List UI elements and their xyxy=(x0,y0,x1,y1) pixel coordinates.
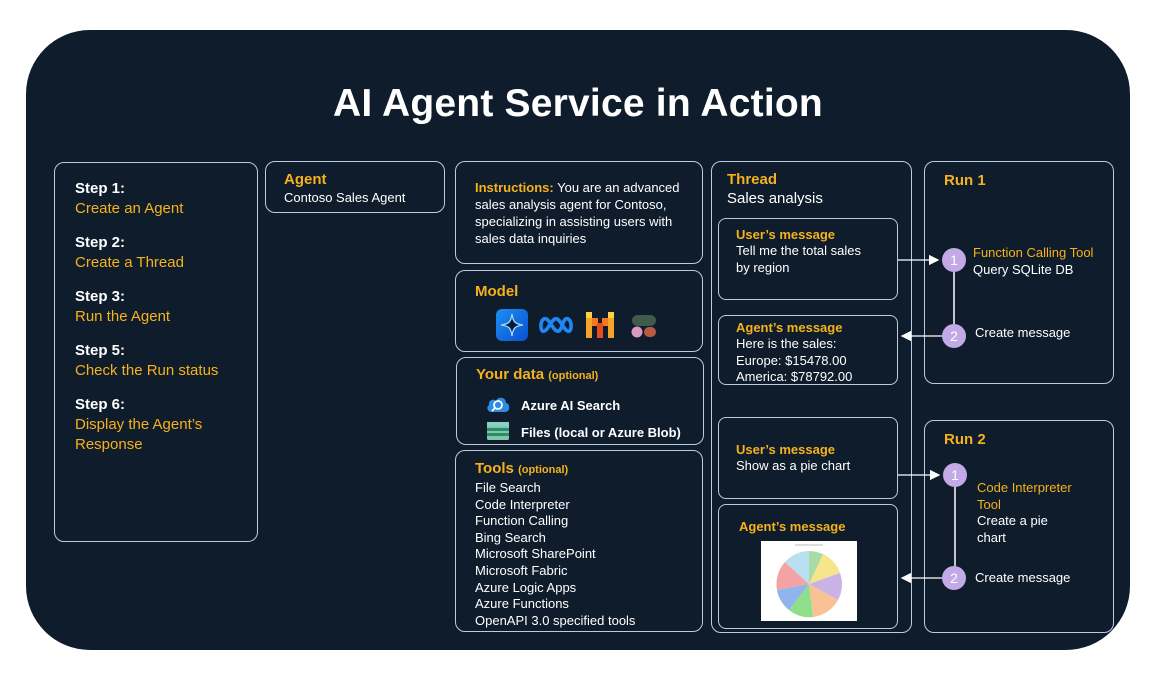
run-step: Code Interpreter Tool Create a pie chart xyxy=(977,480,1077,546)
run-step-tool: Code Interpreter Tool xyxy=(977,480,1072,512)
step-item: Step 1: Create an Agent xyxy=(75,179,257,219)
agent-heading: Agent xyxy=(284,171,327,188)
run-step-number: 2 xyxy=(942,324,966,348)
model-logos xyxy=(494,309,662,341)
tool-item: Code Interpreter xyxy=(475,496,570,512)
tool-item: Microsoft SharePoint xyxy=(475,546,596,562)
tool-item: Bing Search xyxy=(475,529,546,545)
user-message-1: User’s message Tell me the total sales b… xyxy=(718,218,898,300)
run-heading: Run 1 xyxy=(944,172,986,189)
data-item-label: Files (local or Azure Blob) xyxy=(521,425,681,440)
run-step-number: 2 xyxy=(942,566,966,590)
run-step: Function Calling Tool Query SQLite DB xyxy=(973,245,1093,278)
model-box: Model xyxy=(455,270,703,352)
step-key: Step 2: xyxy=(75,234,126,251)
tool-item: Function Calling xyxy=(475,513,569,529)
instructions-text: You are an advanced sales analysis agent… xyxy=(475,180,680,246)
tool-item: Azure Functions xyxy=(475,596,569,612)
tool-item: Azure Logic Apps xyxy=(475,579,577,595)
message-line: Europe: $15478.00 xyxy=(736,352,847,368)
run-step: Create message xyxy=(975,325,1070,342)
run-step-number: 1 xyxy=(942,248,966,272)
azure-openai-icon xyxy=(494,309,530,341)
thread-heading: Thread xyxy=(727,171,778,188)
your-data-heading: Your data xyxy=(476,366,545,383)
diagram-title: AI Agent Service in Action xyxy=(333,82,823,125)
pie-chart-thumbnail xyxy=(761,541,857,621)
run-heading: Run 2 xyxy=(944,431,986,448)
tools-heading: Tools xyxy=(475,460,514,477)
message-heading: Agent’s message xyxy=(739,519,846,534)
thread-subtitle: Sales analysis xyxy=(727,190,823,207)
steps-panel: Step 1: Create an Agent Step 2: Create a… xyxy=(54,162,258,542)
your-data-box: Your data (optional) Azure AI Search xyxy=(456,357,704,445)
message-line: Show as a pie chart xyxy=(736,458,851,473)
cohere-icon xyxy=(626,309,662,341)
step-value: Check the Run status xyxy=(75,362,219,379)
agent-name: Contoso Sales Agent xyxy=(284,190,406,205)
tools-tag: (optional) xyxy=(518,464,569,476)
message-line: Tell me the total sales xyxy=(736,243,862,258)
step-item: Step 5: Check the Run status xyxy=(75,341,257,381)
message-heading: User’s message xyxy=(736,442,836,457)
step-item: Step 6: Display the Agent’s Response xyxy=(75,395,257,455)
run-step-desc: Create message xyxy=(975,325,1071,340)
azure-search-icon xyxy=(485,393,511,418)
run-2-box: Run 2 xyxy=(924,420,1114,633)
meta-icon xyxy=(538,309,574,341)
step-key: Step 5: xyxy=(75,342,126,359)
data-item: Files (local or Azure Blob) xyxy=(485,420,681,445)
step-key: Step 3: xyxy=(75,288,126,305)
step-value: Display the Agent’s Response xyxy=(75,416,203,453)
instructions-label: Instructions: xyxy=(475,180,554,195)
instructions-box: Instructions: You are an advanced sales … xyxy=(455,161,703,264)
message-heading: Agent’s message xyxy=(736,320,843,335)
message-line: America: $78792.00 xyxy=(736,369,853,384)
thread-box: Thread Sales analysis xyxy=(711,161,912,633)
tool-item: OpenAPI 3.0 specified tools xyxy=(475,612,636,628)
message-line: by region xyxy=(736,259,790,275)
mistral-icon xyxy=(582,309,618,341)
tools-box: Tools (optional) File Search Code Interp… xyxy=(455,450,703,632)
storage-icon xyxy=(485,420,511,445)
user-message-2: User’s message Show as a pie chart xyxy=(718,417,898,499)
step-value: Create a Thread xyxy=(75,254,184,271)
run-step-desc: Create message xyxy=(975,570,1071,585)
data-item-label: Azure AI Search xyxy=(521,398,621,413)
run-step-desc: Create a pie chart xyxy=(977,513,1048,545)
step-key: Step 6: xyxy=(75,396,126,413)
model-heading: Model xyxy=(475,283,519,300)
step-value: Create an Agent xyxy=(75,200,184,217)
pie-chart-image xyxy=(776,544,842,618)
run-step-tool: Function Calling Tool xyxy=(973,245,1094,260)
agent-message-1: Agent’s message Here is the sales: Europ… xyxy=(718,315,898,385)
data-item: Azure AI Search xyxy=(485,393,620,418)
step-key: Step 1: xyxy=(75,180,126,197)
diagram-canvas: AI Agent Service in Action Step 1: Creat… xyxy=(26,30,1130,650)
message-line: Here is the sales: xyxy=(736,336,837,351)
your-data-tag: (optional) xyxy=(548,370,599,382)
tool-item: Microsoft Fabric xyxy=(475,562,568,578)
agent-message-2: Agent’s message xyxy=(718,504,898,629)
step-item: Step 3: Run the Agent xyxy=(75,287,257,327)
step-item: Step 2: Create a Thread xyxy=(75,233,257,273)
run-step: Create message xyxy=(975,570,1070,587)
tool-item: File Search xyxy=(475,480,541,495)
step-value: Run the Agent xyxy=(75,308,171,325)
message-heading: User’s message xyxy=(736,227,836,242)
run-1-box: Run 1 xyxy=(924,161,1114,384)
run-step-desc: Query SQLite DB xyxy=(973,261,1074,277)
run-step-number: 1 xyxy=(943,463,967,487)
agent-box: Agent Contoso Sales Agent xyxy=(265,161,445,213)
